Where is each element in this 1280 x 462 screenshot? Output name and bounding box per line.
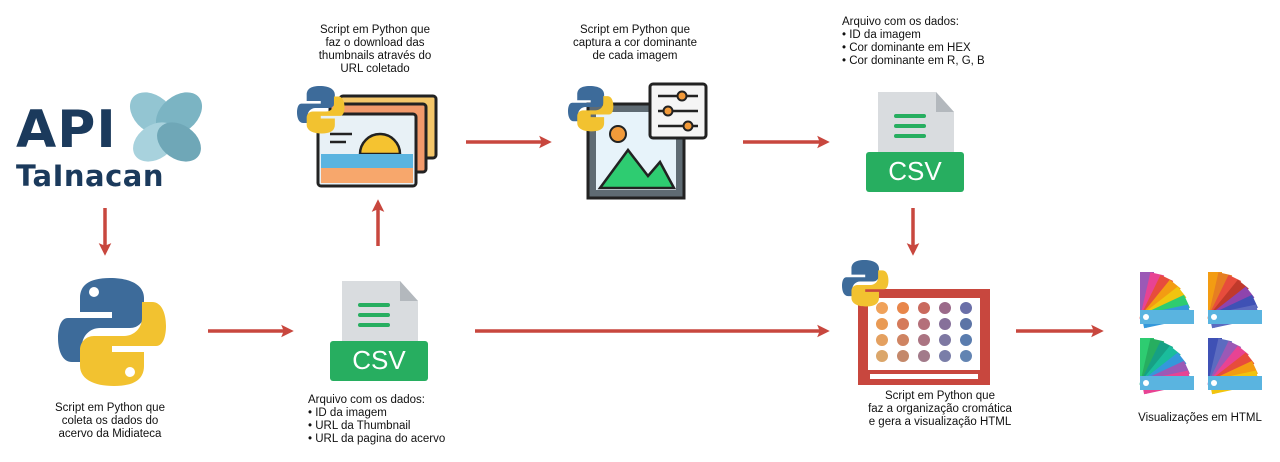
output-label: Visualizações em HTML — [1138, 412, 1262, 424]
label-line: faz o download das — [325, 37, 425, 49]
label-line: faz a organização cromática — [868, 403, 1012, 415]
csv2-item: Cor dominante em HEX — [842, 42, 1042, 55]
logo-subtitle: TaInacan — [16, 159, 165, 193]
label-line: de cada imagem — [592, 50, 678, 62]
download-script-label: Script em Python que faz o download das … — [290, 24, 460, 76]
tainacan-petals-icon — [129, 92, 203, 162]
csv1-item: URL da Thumbnail — [308, 420, 488, 433]
label-line: captura a cor dominante — [572, 37, 698, 49]
csv1-caption: Arquivo com os dados: — [308, 394, 425, 406]
dominant-script-label: Script em Python que captura a cor domin… — [550, 24, 720, 63]
csv2-item: Cor dominante em R, G, B — [842, 55, 1042, 68]
csv2-caption: Arquivo com os dados: — [842, 16, 959, 28]
label-line: Script em Python que — [885, 390, 995, 402]
csv1-item: URL da pagina do acervo — [308, 433, 488, 446]
collect-script-label: Script em Python que coleta os dados do … — [20, 402, 200, 441]
label-line: thumbnails através do — [318, 50, 432, 62]
csv1-caption-block: Arquivo com os dados: ID da imagem URL d… — [308, 394, 488, 446]
api-tainacan-logo: API TaInacan — [0, 0, 220, 200]
csv1-item: ID da imagem — [308, 407, 488, 420]
csv2-item: ID da imagem — [842, 29, 1042, 42]
label-line: coleta os dados do — [61, 415, 159, 427]
csv2-badge: CSV — [888, 156, 942, 186]
csv2-caption-block: Arquivo com os dados: ID da imagem Cor d… — [842, 16, 1042, 68]
label-line: URL coletado — [340, 63, 410, 75]
label-line: acervo da Midiateca — [58, 428, 162, 440]
label-line: Script em Python que — [55, 402, 165, 414]
csv1-badge: CSV — [352, 345, 406, 375]
label-line: Script em Python que — [320, 24, 430, 36]
organize-script-label: Script em Python que faz a organização c… — [840, 390, 1040, 429]
logo-title: API — [16, 100, 117, 160]
label-line: e gera a visualização HTML — [868, 416, 1012, 428]
label-line: Script em Python que — [580, 24, 690, 36]
